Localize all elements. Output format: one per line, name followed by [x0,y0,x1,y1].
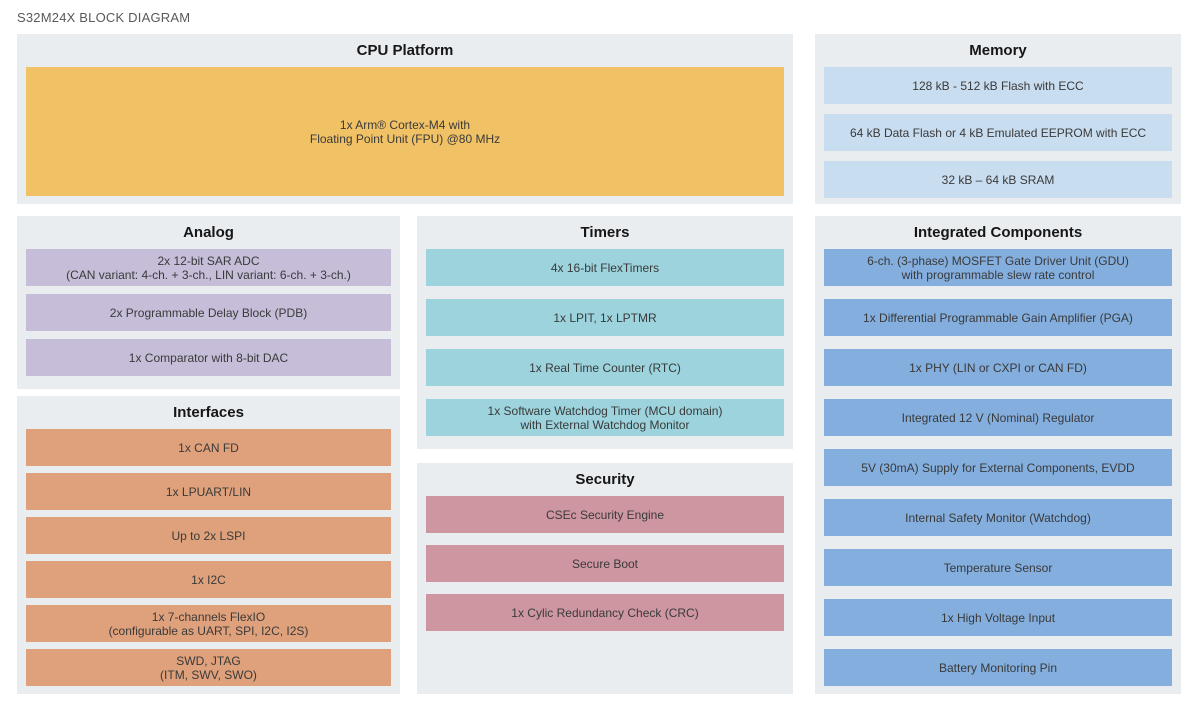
block-line: 2x 12-bit SAR ADC [157,253,260,268]
diagram-column-right: Integrated Components 6-ch. (3-phase) MO… [815,216,1181,694]
interfaces-rows: 1x CAN FD 1x LPUART/LIN Up to 2x LSPI 1x… [26,429,391,686]
diagram-column-middle: Timers 4x 16-bit FlexTimers 1x LPIT, 1x … [417,216,793,694]
cpu-rows: 1x Arm® Cortex-M4 with Floating Point Un… [26,67,784,196]
section-cpu-platform: CPU Platform 1x Arm® Cortex-M4 with Floa… [17,34,793,204]
block-line: CSEc Security Engine [545,507,665,522]
block-line: 1x LPIT, 1x LPTMR [553,310,657,325]
block-line: Battery Monitoring Pin [938,660,1058,675]
block-line: 1x CAN FD [178,440,239,455]
block-safety-monitor: Internal Safety Monitor (Watchdog) [824,499,1172,536]
block-line: 1x I2C [191,572,226,587]
block-line: 1x Arm® Cortex-M4 with [339,117,471,132]
block-data-flash-eeprom: 64 kB Data Flash or 4 kB Emulated EEPROM… [824,114,1172,151]
block-line: with programmable slew rate control [901,267,1095,282]
memory-rows: 128 kB - 512 kB Flash with ECC 64 kB Dat… [824,67,1172,198]
block-pga: 1x Differential Programmable Gain Amplif… [824,299,1172,336]
block-line: (ITM, SWV, SWO) [160,667,257,682]
block-csec-engine: CSEc Security Engine [426,496,784,533]
diagram-top-row: CPU Platform 1x Arm® Cortex-M4 with Floa… [17,34,1181,204]
block-secure-boot: Secure Boot [426,545,784,582]
block-watchdog-timer: 1x Software Watchdog Timer (MCU domain) … [426,399,784,436]
block-line: 1x High Voltage Input [940,610,1056,625]
block-line: Temperature Sensor [943,560,1053,575]
block-line: 1x Differential Programmable Gain Amplif… [863,310,1133,325]
block-line: 1x Comparator with 8-bit DAC [128,350,289,365]
block-lpuart-lin: 1x LPUART/LIN [26,473,391,510]
section-timers: Timers 4x 16-bit FlexTimers 1x LPIT, 1x … [417,216,793,449]
block-swd-jtag: SWD, JTAG (ITM, SWV, SWO) [26,649,391,686]
section-title-interfaces: Interfaces [173,404,244,421]
block-line: 128 kB - 512 kB Flash with ECC [912,78,1084,93]
block-lspi: Up to 2x LSPI [26,517,391,554]
timers-rows: 4x 16-bit FlexTimers 1x LPIT, 1x LPTMR 1… [426,249,784,441]
section-title-timers: Timers [580,224,630,241]
block-line: 64 kB Data Flash or 4 kB Emulated EEPROM… [849,125,1147,140]
block-sram: 32 kB – 64 kB SRAM [824,161,1172,198]
block-line: 6-ch. (3-phase) MOSFET Gate Driver Unit … [867,253,1129,268]
block-line: Floating Point Unit (FPU) @80 MHz [309,131,501,146]
block-gdu: 6-ch. (3-phase) MOSFET Gate Driver Unit … [824,249,1172,286]
page-title: S32M24X BLOCK DIAGRAM [17,10,191,25]
block-regulator: Integrated 12 V (Nominal) Regulator [824,399,1172,436]
block-sar-adc: 2x 12-bit SAR ADC (CAN variant: 4-ch. + … [26,249,391,286]
section-analog: Analog 2x 12-bit SAR ADC (CAN variant: 4… [17,216,400,389]
section-title-analog: Analog [183,224,234,241]
section-security: Security CSEc Security Engine Secure Boo… [417,463,793,694]
block-diagram: CPU Platform 1x Arm® Cortex-M4 with Floa… [17,34,1181,694]
analog-rows: 2x 12-bit SAR ADC (CAN variant: 4-ch. + … [26,249,391,381]
block-line: with External Watchdog Monitor [520,417,690,432]
block-temperature-sensor: Temperature Sensor [824,549,1172,586]
section-title-cpu-platform: CPU Platform [356,42,454,59]
block-line: 1x LPUART/LIN [165,484,252,499]
block-line: 1x PHY (LIN or CXPI or CAN FD) [909,360,1087,375]
block-line: 5V (30mA) Supply for External Components… [861,460,1135,475]
block-phy: 1x PHY (LIN or CXPI or CAN FD) [824,349,1172,386]
section-interfaces: Interfaces 1x CAN FD 1x LPUART/LIN Up to… [17,396,400,694]
block-high-voltage-input: 1x High Voltage Input [824,599,1172,636]
block-flexio: 1x 7-channels FlexIO (configurable as UA… [26,605,391,642]
block-evdd-supply: 5V (30mA) Supply for External Components… [824,449,1172,486]
section-integrated-components: Integrated Components 6-ch. (3-phase) MO… [815,216,1181,694]
diagram-bottom-row: Analog 2x 12-bit SAR ADC (CAN variant: 4… [17,216,1181,694]
section-memory: Memory 128 kB - 512 kB Flash with ECC 64… [815,34,1181,204]
block-line: (configurable as UART, SPI, I2C, I2S) [108,623,309,638]
block-battery-monitoring-pin: Battery Monitoring Pin [824,649,1172,686]
block-line: Internal Safety Monitor (Watchdog) [905,510,1091,525]
block-flextimers: 4x 16-bit FlexTimers [426,249,784,286]
block-line: Secure Boot [571,556,639,571]
block-line: (CAN variant: 4-ch. + 3-ch., LIN variant… [66,267,351,282]
block-line: 4x 16-bit FlexTimers [550,260,660,275]
section-title-memory: Memory [969,42,1027,59]
block-lpit-lptmr: 1x LPIT, 1x LPTMR [426,299,784,336]
block-line: Up to 2x LSPI [171,528,246,543]
block-line: 1x 7-channels FlexIO [151,609,266,624]
block-crc: 1x Cylic Redundancy Check (CRC) [426,594,784,631]
block-line: 1x Software Watchdog Timer (MCU domain) [487,403,723,418]
block-comparator-dac: 1x Comparator with 8-bit DAC [26,339,391,376]
block-cpu-core: 1x Arm® Cortex-M4 with Floating Point Un… [26,67,784,196]
block-line: Integrated 12 V (Nominal) Regulator [901,410,1095,425]
security-rows: CSEc Security Engine Secure Boot 1x Cyli… [426,496,784,686]
block-i2c: 1x I2C [26,561,391,598]
integrated-rows: 6-ch. (3-phase) MOSFET Gate Driver Unit … [824,249,1172,686]
block-line: 32 kB – 64 kB SRAM [941,172,1055,187]
section-title-integrated-components: Integrated Components [913,224,1083,241]
block-line: 1x Cylic Redundancy Check (CRC) [511,605,699,620]
block-line: 2x Programmable Delay Block (PDB) [109,305,308,320]
block-line: SWD, JTAG [176,653,241,668]
block-flash: 128 kB - 512 kB Flash with ECC [824,67,1172,104]
block-pdb: 2x Programmable Delay Block (PDB) [26,294,391,331]
diagram-column-left: Analog 2x 12-bit SAR ADC (CAN variant: 4… [17,216,400,694]
block-can-fd: 1x CAN FD [26,429,391,466]
block-line: 1x Real Time Counter (RTC) [529,360,681,375]
section-title-security: Security [575,471,635,488]
block-rtc: 1x Real Time Counter (RTC) [426,349,784,386]
